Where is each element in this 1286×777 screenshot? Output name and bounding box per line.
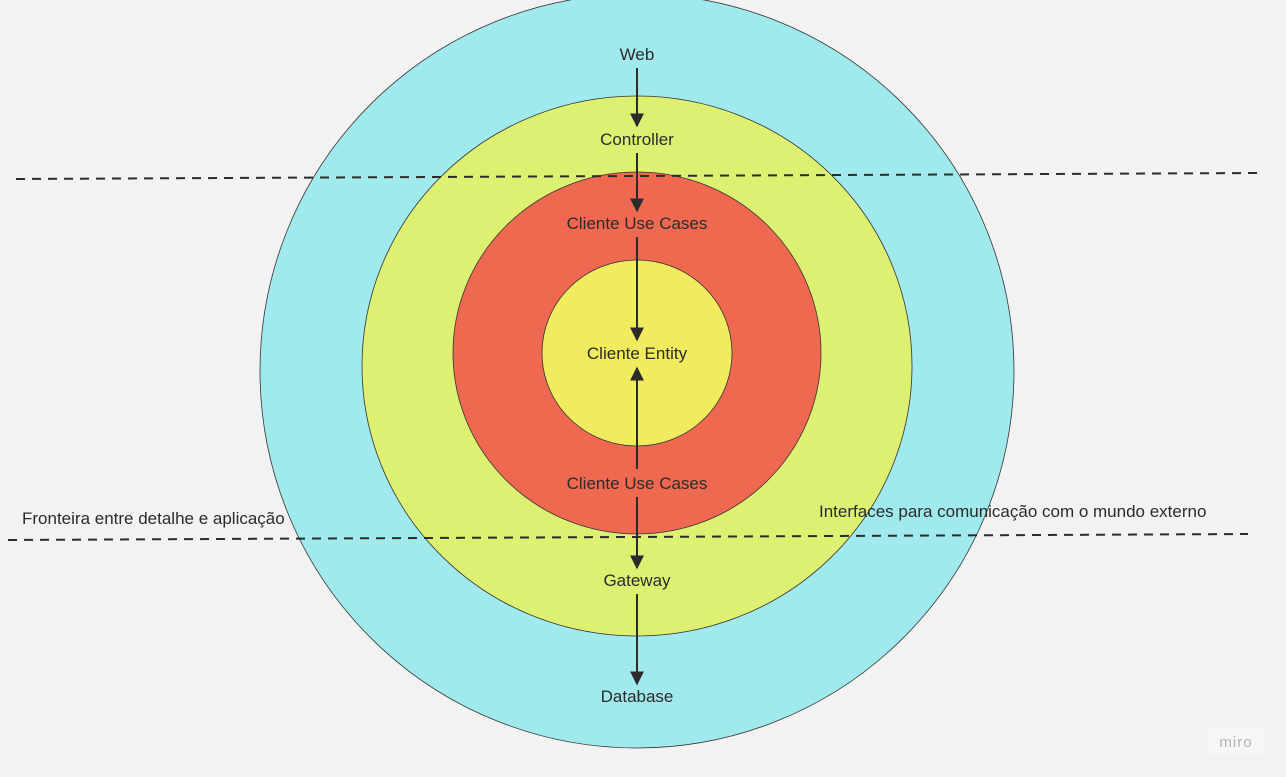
node-gateway: Gateway bbox=[603, 571, 671, 590]
boundary-annotation: Fronteira entre detalhe e aplicação bbox=[22, 509, 285, 528]
watermark-badge bbox=[1208, 727, 1264, 755]
node-use-cases-top: Cliente Use Cases bbox=[567, 214, 708, 233]
node-use-cases-bottom: Cliente Use Cases bbox=[567, 474, 708, 493]
node-controller: Controller bbox=[600, 130, 674, 149]
node-database: Database bbox=[601, 687, 674, 706]
interfaces-annotation: Interfaces para comunicação com o mundo … bbox=[819, 502, 1206, 521]
miro-watermark: miro bbox=[1219, 734, 1252, 751]
node-web: Web bbox=[620, 45, 655, 64]
node-entity: Cliente Entity bbox=[587, 344, 688, 363]
